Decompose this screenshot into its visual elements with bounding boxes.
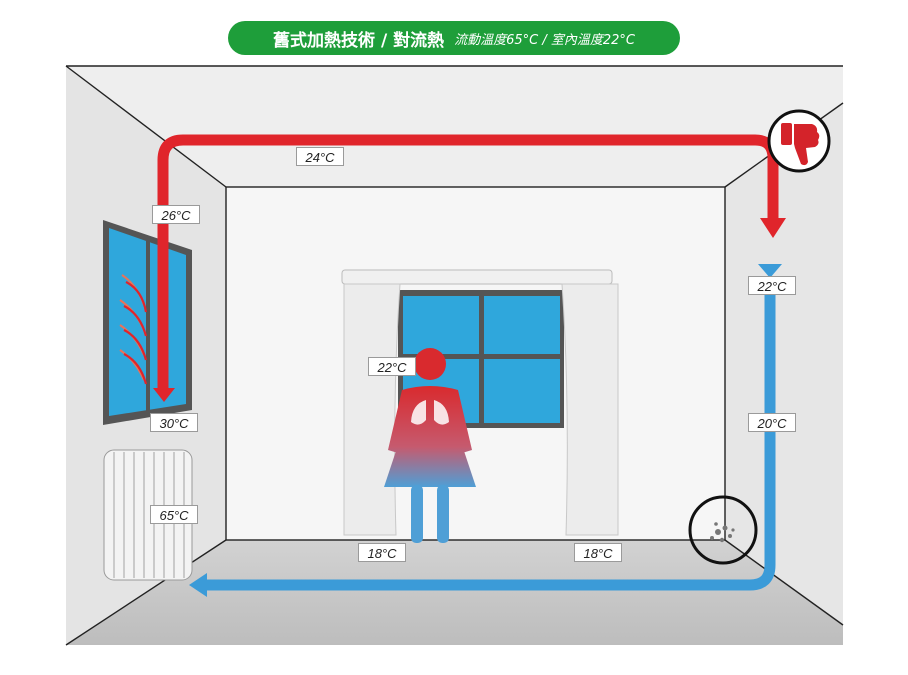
arrow-down-left-wall bbox=[153, 388, 175, 402]
thumbs-down-icon bbox=[767, 109, 831, 173]
ceiling bbox=[66, 66, 843, 187]
temp-label-right-middle: 20°C bbox=[748, 413, 796, 432]
floor bbox=[66, 540, 843, 645]
banner-title: 舊式加熱技術 / 對流熱 bbox=[273, 30, 445, 51]
temp-label-radiator: 65°C bbox=[150, 505, 198, 524]
temp-label-right-top: 22°C bbox=[748, 276, 796, 295]
temp-label-floor-left: 18°C bbox=[358, 543, 406, 562]
right-wall bbox=[725, 103, 843, 625]
person-figure bbox=[384, 348, 476, 543]
left-curtain bbox=[343, 283, 401, 536]
banner-subtitle: 流動溫度65°C / 室內溫度22°C bbox=[454, 32, 635, 48]
lungs-icon bbox=[411, 400, 449, 425]
temp-label-wall-top-left: 26°C bbox=[152, 205, 200, 224]
arrow-down-red bbox=[760, 218, 786, 238]
title-banner: 舊式加熱技術 / 對流熱 流動溫度65°C / 室內溫度22°C bbox=[228, 21, 680, 55]
mold-icon bbox=[688, 495, 758, 565]
arrow-up-blue bbox=[758, 264, 782, 278]
temp-label-window-bottom: 30°C bbox=[150, 413, 198, 432]
arrow-left-blue bbox=[189, 573, 207, 597]
temp-label-ceiling: 24°C bbox=[296, 147, 344, 166]
temp-label-person-head: 22°C bbox=[368, 357, 416, 376]
left-wall-window bbox=[103, 220, 192, 425]
right-curtain bbox=[561, 283, 619, 536]
temp-label-floor-right: 18°C bbox=[574, 543, 622, 562]
cold-air-flow bbox=[189, 264, 782, 597]
